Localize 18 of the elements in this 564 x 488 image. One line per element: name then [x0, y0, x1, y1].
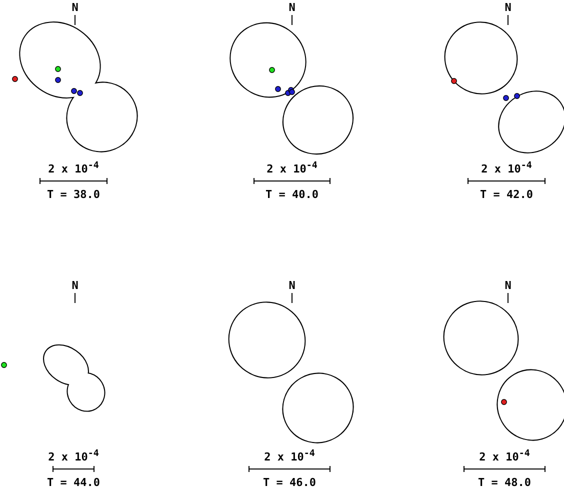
- scale-label: 2 x 10$^{-4}$: [264, 448, 315, 464]
- scale-label: 2 x 10$^{-4}$: [266, 160, 318, 176]
- time-label: T = 40.0: [266, 189, 318, 201]
- north-label: N: [288, 2, 296, 14]
- scale-label: 2 x 10$^{-4}$: [48, 448, 99, 464]
- north-label: N: [504, 2, 512, 14]
- scale-label: 2 x 10$^{-4}$: [479, 448, 530, 464]
- north-label: N: [504, 280, 512, 292]
- time-label: T = 46.0: [263, 477, 316, 488]
- time-label: T = 44.0: [47, 477, 100, 488]
- north-label: N: [72, 280, 78, 292]
- scale-label: 2 x 10$^{-4}$: [481, 160, 532, 176]
- time-label: T = 38.0: [47, 189, 100, 201]
- north-label: N: [72, 2, 78, 14]
- north-label: N: [288, 280, 296, 292]
- time-label: T = 48.0: [478, 477, 531, 488]
- time-label: T = 42.0: [480, 189, 533, 201]
- scale-label: 2 x 10$^{-4}$: [48, 160, 99, 176]
